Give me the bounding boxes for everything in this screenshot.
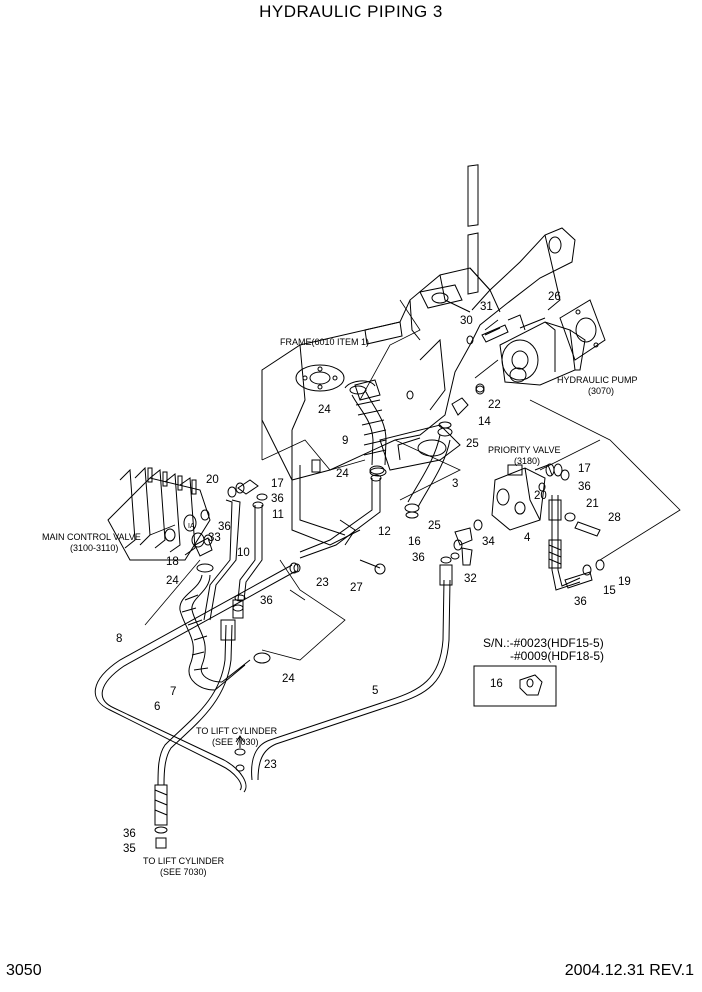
callout-36-lower-right: 36 — [574, 596, 587, 608]
hydraulic-pump-ref: (3070) — [588, 386, 614, 396]
main-control-valve-label: MAIN CONTROL VALVE — [42, 532, 141, 542]
sn-line-1: S/N.:-#0023(HDF15-5) — [483, 636, 604, 650]
pipe-10-11 — [203, 479, 264, 621]
callout-35: 35 — [123, 843, 136, 855]
callout-17-right: 17 — [578, 463, 591, 475]
callout-23-lower: 23 — [264, 759, 277, 771]
page-number: 3050 — [6, 962, 42, 979]
to-lift-cylinder-label-1: TO LIFT CYLINDER — [196, 726, 278, 736]
callout-10: 10 — [237, 547, 250, 559]
hose-7 — [179, 563, 271, 691]
callout-4: 4 — [524, 532, 531, 544]
callout-15: 15 — [603, 585, 616, 597]
hose-5 — [251, 556, 453, 781]
sn-line-2: -#0009(HDF18-5) — [510, 649, 604, 663]
callout-24-upper: 24 — [318, 404, 331, 416]
priority-valve-label: PRIORITY VALVE — [488, 445, 561, 455]
callout-8: 8 — [116, 633, 122, 645]
pipe-8 — [94, 562, 299, 793]
callout-36-mid: 36 — [260, 595, 273, 607]
callout-20-left: 20 — [206, 474, 219, 486]
callout-31: 31 — [480, 301, 493, 313]
hose-3 — [404, 385, 485, 513]
callout-24-middle: 24 — [336, 468, 349, 480]
to-lift-cylinder-label-2: TO LIFT CYLINDER — [143, 856, 225, 866]
callout-14: 14 — [478, 416, 491, 428]
pipe-12 — [299, 474, 382, 559]
callout-numbers: 31 30 26 22 14 25 24 9 24 3 25 12 20 17 … — [116, 291, 631, 855]
sn-inset-box — [473, 665, 557, 707]
callout-30: 30 — [460, 315, 473, 327]
see-7030-label-2: (SEE 7030) — [160, 867, 207, 877]
hose-6 — [154, 619, 236, 826]
callout-16-inset: 16 — [490, 678, 503, 690]
frame-label: FRAME(6010 ITEM 1) — [280, 337, 369, 347]
callout-11: 11 — [272, 509, 284, 521]
page-title: HYDRAULIC PIPING 3 — [259, 2, 443, 21]
fittings — [154, 327, 605, 849]
callout-24-left: 24 — [166, 575, 179, 587]
revision-date: 2004.12.31 REV.1 — [564, 962, 694, 979]
callout-36-top: 36 — [271, 493, 284, 505]
see-7030-label-1: (SEE 7030) — [212, 737, 259, 747]
callout-21: 21 — [586, 498, 599, 510]
callout-5: 5 — [372, 685, 378, 697]
callout-36-valve: 36 — [218, 521, 231, 533]
callout-3: 3 — [452, 478, 458, 490]
callout-24-lower: 24 — [282, 673, 295, 685]
hose-9 — [344, 380, 387, 477]
frame-assembly — [261, 164, 576, 546]
callout-33: 33 — [208, 532, 221, 544]
callout-25-upper: 25 — [466, 438, 479, 450]
callout-27: 27 — [350, 582, 363, 594]
callout-18: 18 — [166, 556, 179, 568]
hose-4 — [548, 495, 581, 591]
callout-20-right: 20 — [534, 490, 547, 502]
callout-23-mid: 23 — [316, 577, 329, 589]
hydraulic-pump-label: HYDRAULIC PUMP — [557, 375, 638, 385]
callout-17-left: 17 — [271, 478, 284, 490]
diagram-labels: FRAME(6010 ITEM 1) HYDRAULIC PUMP (3070)… — [42, 337, 638, 877]
main-control-valve-ref: (3100-3110) — [70, 543, 118, 553]
callout-7: 7 — [170, 686, 176, 698]
valve-mark: IA — [188, 523, 195, 530]
callout-32: 32 — [464, 573, 477, 585]
callout-12: 12 — [378, 526, 391, 538]
callout-36-right: 36 — [578, 481, 591, 493]
callout-25-lower: 25 — [428, 520, 441, 532]
callout-28: 28 — [608, 512, 621, 524]
callout-36-bottom: 36 — [123, 828, 136, 840]
callout-9: 9 — [342, 435, 348, 447]
hydraulic-pump — [481, 299, 606, 386]
callout-19: 19 — [618, 576, 631, 588]
priority-valve — [491, 463, 563, 531]
callout-16-valve: 16 — [408, 536, 421, 548]
callout-34: 34 — [482, 536, 495, 548]
callout-22: 22 — [488, 399, 501, 411]
callout-6: 6 — [154, 701, 160, 713]
leader-lines — [144, 299, 681, 661]
main-control-valve — [107, 466, 211, 561]
callout-36-center: 36 — [412, 552, 425, 564]
priority-valve-ref: (3180) — [514, 456, 540, 466]
callout-26: 26 — [548, 291, 561, 303]
